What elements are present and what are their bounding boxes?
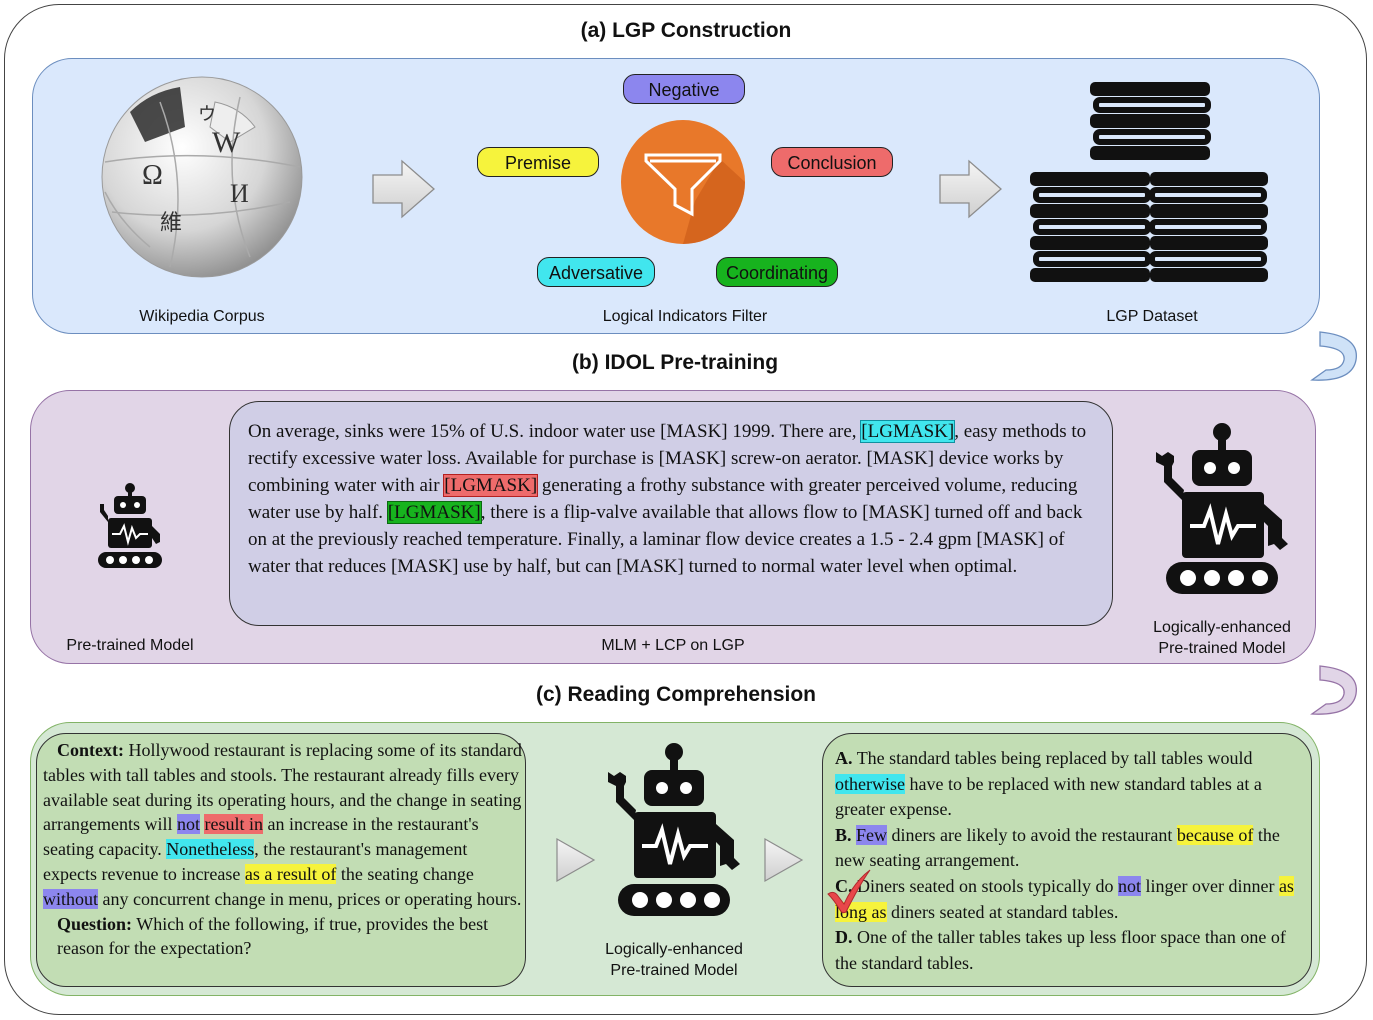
books-stack-icon [1030, 82, 1268, 282]
robot-icon [1156, 423, 1288, 594]
conclusion-indicator: Conclusion [771, 147, 893, 177]
text-fragment: Hollywood restaurant is replacing some o… [43, 740, 522, 835]
text-fragment: diners seated at standard tables. [891, 901, 1119, 922]
passage-text: generating a frothy substance with great… [248, 475, 1078, 523]
text-fragment: Which of the following, if true, provide… [57, 913, 489, 959]
highlight-adversative: otherwise [835, 773, 905, 794]
wikipedia-corpus-label: Wikipedia Corpus [139, 308, 265, 325]
text-fragment: diners are likely to avoid the restauran… [891, 824, 1173, 845]
enhanced-model-label-line2: Pre-trained Model [1158, 640, 1286, 657]
globe-glyph-i: И [230, 179, 249, 208]
section-b-title: (b) IDOL Pre-training [571, 351, 779, 374]
text-fragment: B. [835, 824, 852, 845]
section-a-title: (a) LGP Construction [580, 19, 792, 42]
text-fragment: C. [835, 875, 853, 896]
negative-indicator: Negative [623, 74, 745, 104]
passage-text: , easy methods to rectify excessive wate… [248, 421, 1087, 496]
lgp-dataset-label: LGP Dataset [1106, 308, 1198, 325]
text-fragment: any concurrent change in menu, prices or… [102, 888, 522, 909]
arrow-right-icon [556, 837, 596, 883]
mlm-lcp-label: MLM + LCP on LGP [601, 637, 745, 654]
enhanced-model-label-c: Logically-enhanced Pre-trained Model [572, 939, 776, 981]
wikipedia-globe-icon: W Ω И 維 ウ [101, 76, 303, 278]
context-paragraph: Context: Hollywood restaurant is replaci… [43, 738, 525, 912]
highlight-negative: Few [856, 824, 888, 845]
enhanced-model-label-line1: Logically-enhanced [1153, 619, 1291, 636]
text-fragment: have to be replaced with new standard ta… [835, 773, 1262, 820]
text-fragment: an increase in the restaurant's seating … [43, 814, 479, 860]
lgmask-adversative: [LGMASK] [860, 420, 956, 443]
globe-glyph-w: W [212, 126, 241, 159]
pretrained-model-label: Pre-trained Model [66, 637, 194, 654]
option-a: A. The standard tables being replaced by… [835, 746, 1301, 823]
robot-icon [608, 743, 740, 916]
text-fragment: A. [835, 748, 853, 768]
adversative-indicator: Adversative [537, 257, 655, 287]
globe-glyph-omega: Ω [142, 160, 163, 191]
highlight-negative: not [1117, 875, 1141, 896]
arrow-right-icon [372, 159, 435, 219]
enhanced-model-label: Logically-enhanced Pre-trained Model [1120, 617, 1324, 659]
context-box: Context: Hollywood restaurant is replaci… [36, 733, 526, 987]
arrow-right-icon [764, 837, 804, 883]
highlight-premise: as a result of [244, 863, 337, 884]
option-b: B. Few diners are likely to avoid the re… [835, 823, 1301, 874]
globe-glyph-wei: 維 [160, 210, 182, 235]
question-paragraph: Question: Which of the following, if tru… [43, 912, 525, 962]
text-fragment: The standard tables being replaced by ta… [856, 748, 1253, 768]
highlight-negative: without [43, 888, 99, 909]
robot-icon [98, 483, 162, 568]
option-c: C. Diners seated on stools typically do … [835, 874, 1301, 925]
answer-options-box: A. The standard tables being replaced by… [822, 733, 1312, 987]
filter-funnel-icon [621, 120, 745, 244]
coordinating-indicator: Coordinating [716, 257, 838, 287]
highlight-premise: because of [1176, 824, 1254, 845]
text-fragment: D. [835, 927, 853, 948]
enhanced-model-label-line2: Pre-trained Model [610, 962, 738, 979]
masked-passage: On average, sinks were 15% of U.S. indoo… [229, 401, 1113, 626]
text-fragment: the new seating arrangement. [835, 824, 1280, 871]
lgmask-conclusion: [LGMASK] [443, 474, 539, 497]
text-fragment: One of the taller tables takes up less f… [835, 927, 1286, 973]
arrow-right-icon [939, 159, 1002, 219]
highlight-negative: not [176, 814, 200, 835]
text-fragment: , the restaurant's management expects re… [43, 839, 468, 884]
checkmark-icon [827, 869, 871, 914]
curved-arrow-icon [1310, 331, 1357, 381]
highlight-adversative: Nonetheless [166, 839, 255, 860]
text-fragment: Diners seated on stools typically do [857, 875, 1114, 896]
premise-indicator: Premise [477, 147, 599, 177]
section-c-title: (c) Reading Comprehension [535, 683, 817, 706]
curved-arrow-icon [1310, 665, 1357, 715]
passage-text: , there is a flip-valve available that a… [248, 502, 1083, 577]
globe-glyph-wu: ウ [198, 104, 216, 124]
context-label: Context: [57, 740, 124, 760]
text-fragment: the seating change [340, 863, 474, 884]
text-fragment: linger over dinner [1145, 875, 1275, 896]
option-d: D. One of the taller tables takes up les… [835, 925, 1301, 976]
highlight-conclusion: result in [204, 814, 263, 835]
enhanced-model-label-line1: Logically-enhanced [605, 941, 743, 958]
question-label: Question: [57, 913, 133, 934]
filter-label: Logical Indicators Filter [602, 308, 768, 325]
passage-text: On average, sinks were 15% of U.S. indoo… [248, 421, 857, 442]
lgmask-coordinating: [LGMASK] [386, 501, 482, 524]
outer-frame [4, 4, 1367, 1015]
